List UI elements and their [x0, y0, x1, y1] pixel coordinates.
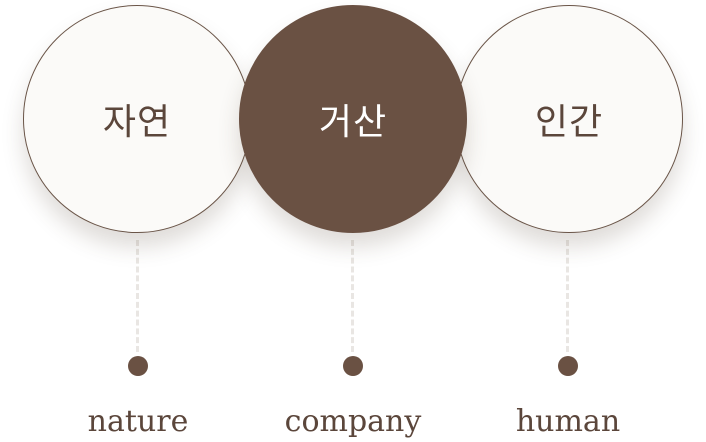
circle-nature: 자연: [23, 5, 251, 233]
circle-label-nature: 자연: [102, 102, 172, 143]
circle-label-company: 거산: [318, 102, 388, 143]
connector-line-human: [566, 240, 569, 352]
caption-company: company: [284, 404, 422, 439]
circle-company: 거산: [239, 5, 467, 233]
circle-label-human: 인간: [534, 102, 604, 143]
connector-line-nature: [136, 240, 139, 352]
marker-dot-company: [343, 356, 363, 376]
connector-line-company: [351, 240, 354, 352]
marker-dot-nature: [128, 356, 148, 376]
caption-human: human: [515, 404, 621, 439]
circle-human: 인간: [455, 5, 683, 233]
caption-nature: nature: [87, 404, 189, 439]
marker-dot-human: [558, 356, 578, 376]
